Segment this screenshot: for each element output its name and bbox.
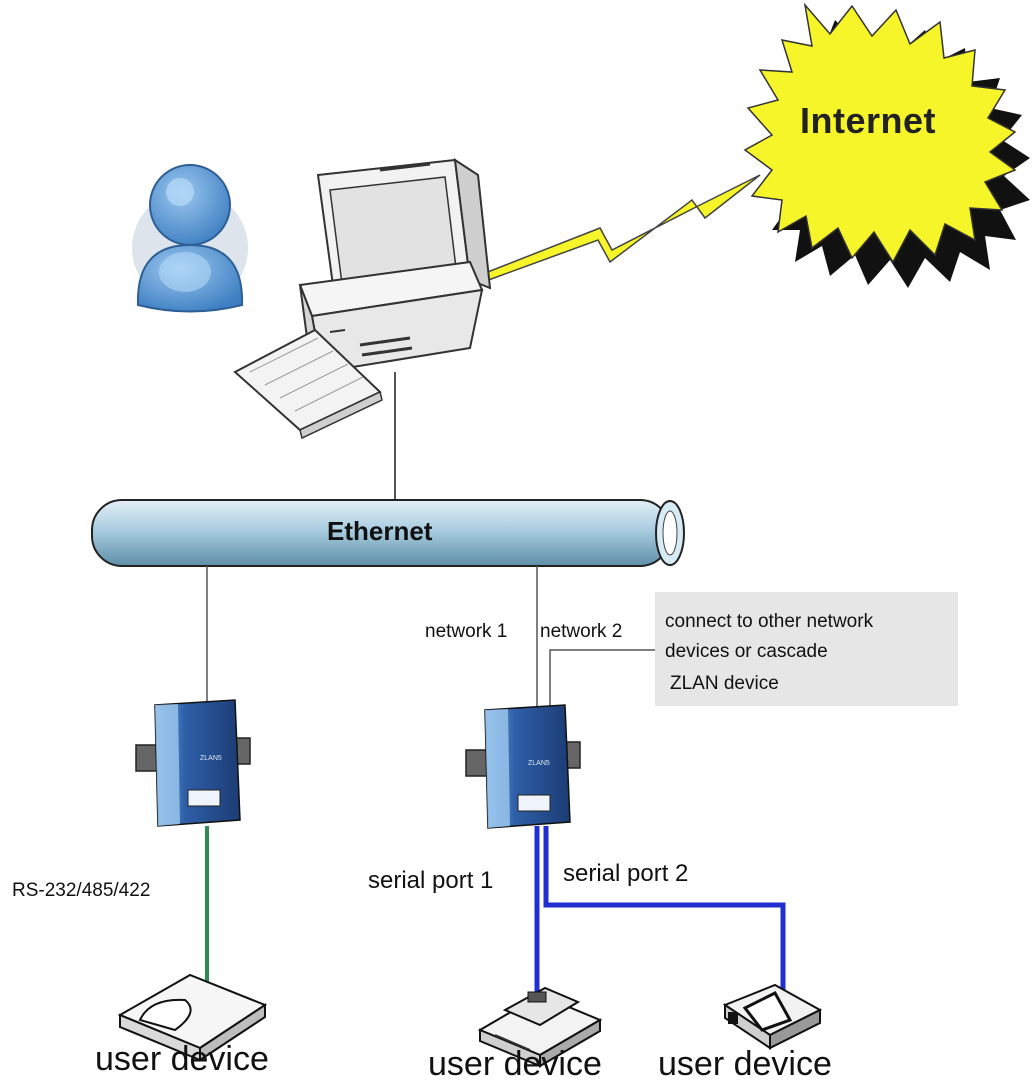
network2-label: network 2	[540, 621, 623, 642]
user-device-middle-icon	[477, 986, 603, 1068]
user-device-left-icon	[117, 973, 268, 1062]
cascade-note-line3: ZLAN device	[670, 673, 779, 694]
ethernet-label: Ethernet	[327, 516, 433, 546]
computer-icon	[233, 157, 492, 440]
cascade-note-line1: connect to other network	[665, 611, 874, 632]
user-device-middle-label: user device	[428, 1045, 602, 1083]
user-device-right-label: user device	[658, 1045, 832, 1083]
network1-label: network 1	[425, 621, 508, 642]
user-device-left-label: user device	[95, 1040, 269, 1078]
ethernet-bus	[91, 499, 685, 567]
cascade-note-box	[655, 592, 958, 706]
internet-label: Internet	[800, 100, 937, 141]
lightning-icon	[479, 174, 761, 283]
serial-server-right: ZLAN5	[465, 704, 581, 829]
serial-port1-label: serial port 1	[368, 867, 494, 894]
cascade-note-line2: devices or cascade	[665, 641, 828, 662]
serial-port2-label: serial port 2	[563, 860, 689, 887]
svg-text:ZLAN5: ZLAN5	[528, 760, 550, 767]
internet-burst	[743, 2, 1017, 264]
internet-cloud	[743, 2, 1030, 288]
serial-cable-2	[543, 826, 786, 990]
network2-link	[549, 649, 655, 708]
user-device-right-icon	[722, 983, 823, 1050]
user-icon	[132, 164, 248, 313]
serial-standard-label: RS-232/485/422	[12, 880, 151, 901]
svg-text:ZLAN5: ZLAN5	[200, 755, 222, 762]
serial-server-left: ZLAN5	[135, 699, 251, 827]
